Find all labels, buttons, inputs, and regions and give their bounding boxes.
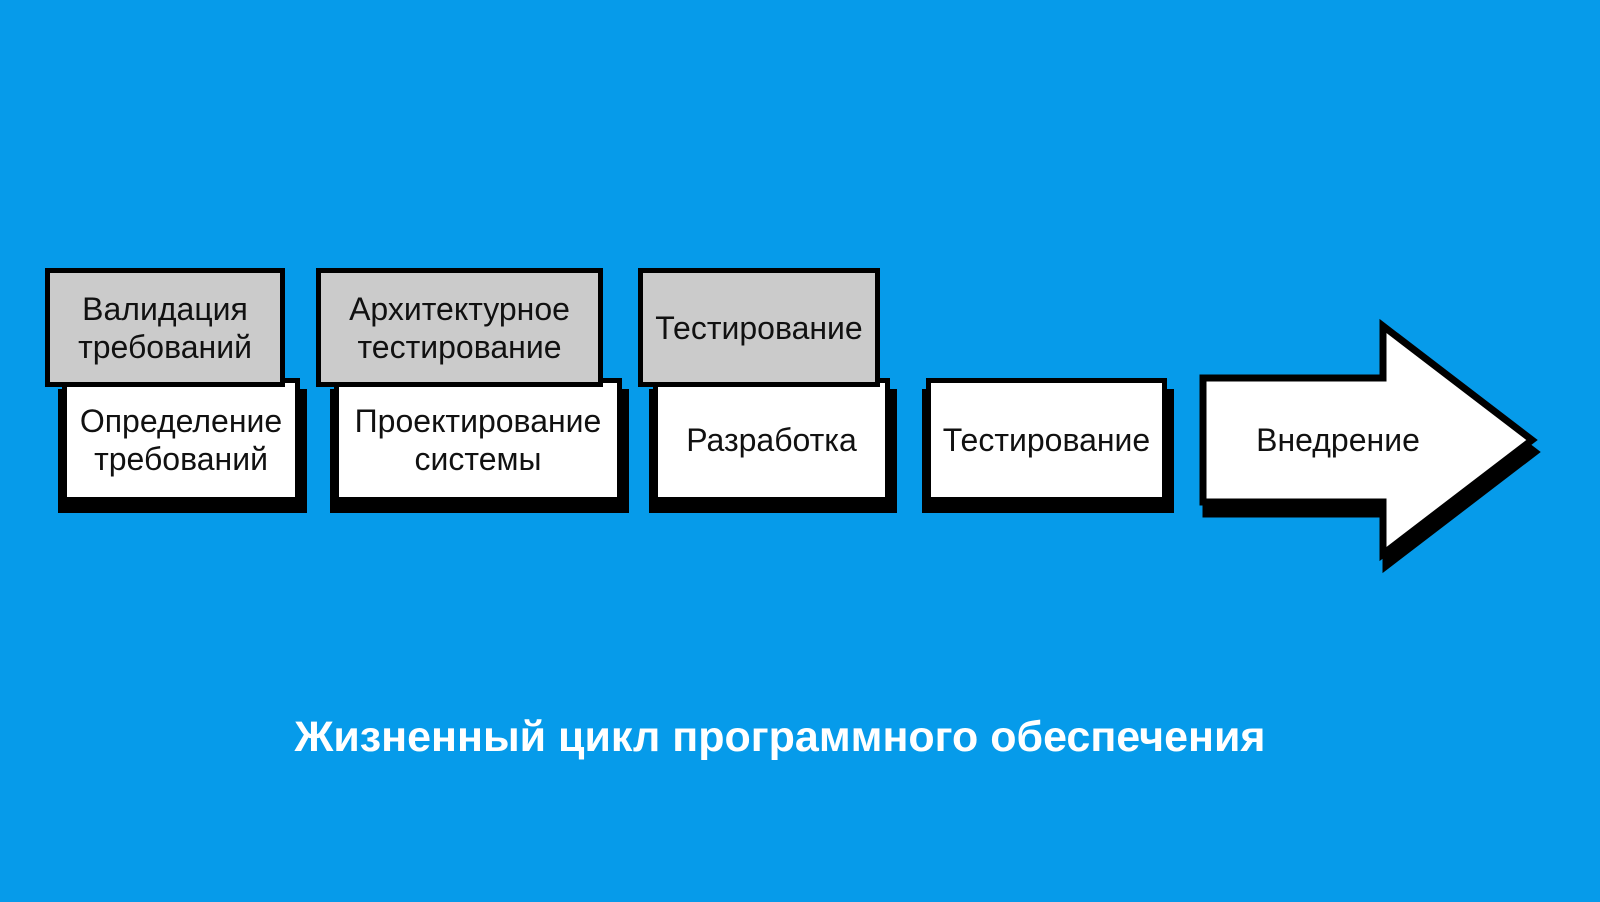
arrow-body [1199, 318, 1538, 562]
base-box-requirements-definition: Определение требований [62, 378, 300, 502]
base-box-development: Разработка [653, 378, 890, 502]
deployment-arrow-label: Внедрение [1256, 421, 1420, 458]
base-box-testing: Тестирование [926, 378, 1167, 502]
deployment-arrow-shape [1199, 318, 1541, 574]
base-box-system-design: Проектирование системы [334, 378, 622, 502]
overlay-box-testing: Тестирование [638, 268, 880, 387]
diagram-title: Жизненный цикл программного обеспечения [294, 713, 1266, 761]
overlay-box-architecture-testing: Архитектурное тестирование [316, 268, 603, 387]
overlay-box-requirements-validation: Валидация требований [45, 268, 285, 387]
